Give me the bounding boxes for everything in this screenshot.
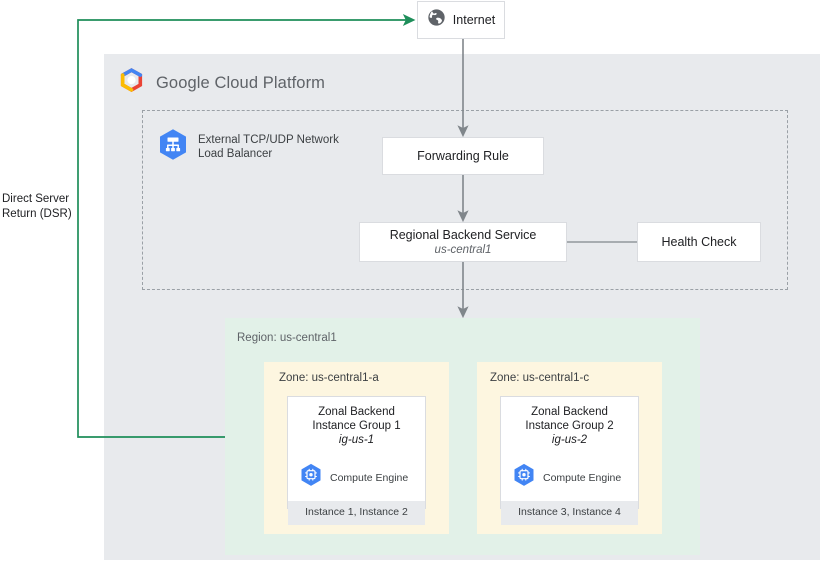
backend-service-node[interactable]: Regional Backend Service us-central1 bbox=[359, 222, 567, 262]
load-balancer-label-line2: Load Balancer bbox=[198, 148, 273, 160]
instance-group-2-title-line1: Zonal Backend bbox=[531, 406, 608, 418]
instance-group-2-compute-engine-label: Compute Engine bbox=[543, 471, 622, 484]
compute-engine-icon bbox=[513, 463, 535, 492]
network-load-balancer-icon bbox=[158, 128, 188, 166]
zone-label-us-central1-c: Zone: us-central1-c bbox=[490, 372, 590, 384]
compute-engine-icon bbox=[300, 463, 322, 492]
forwarding-rule-label: Forwarding Rule bbox=[417, 149, 509, 163]
load-balancer-label: External TCP/UDP Network Load Balancer bbox=[198, 133, 339, 161]
gcp-title: Google Cloud Platform bbox=[156, 74, 325, 93]
forwarding-rule-node[interactable]: Forwarding Rule bbox=[382, 137, 544, 175]
instance-group-2-title-line2: Instance Group 2 bbox=[525, 420, 614, 432]
load-balancer-badge: External TCP/UDP Network Load Balancer bbox=[158, 128, 368, 166]
instance-group-1-sublabel: ig-us-1 bbox=[338, 434, 375, 446]
backend-service-label: Regional Backend Service bbox=[389, 227, 537, 242]
region-label: Region: us-central1 bbox=[237, 332, 337, 344]
dsr-label: Direct Server Return (DSR) bbox=[2, 192, 80, 222]
instance-group-2-sublabel: ig-us-2 bbox=[551, 434, 588, 446]
instance-group-1-title-line1: Zonal Backend bbox=[318, 406, 395, 418]
instance-group-card-2[interactable]: Zonal Backend Instance Group 2 ig-us-2 C… bbox=[500, 396, 639, 525]
internet-label: Internet bbox=[452, 13, 496, 27]
health-check-node[interactable]: Health Check bbox=[637, 222, 761, 262]
instance-group-card-1[interactable]: Zonal Backend Instance Group 1 ig-us-1 C… bbox=[287, 396, 426, 525]
internet-node[interactable]: Internet bbox=[417, 1, 505, 39]
instance-group-1-compute-engine-label: Compute Engine bbox=[330, 471, 409, 484]
gcp-title-brand: Google bbox=[156, 73, 210, 92]
dsr-label-line1: Direct Server bbox=[2, 193, 70, 205]
instance-group-1-header: Zonal Backend Instance Group 1 ig-us-1 bbox=[288, 397, 425, 454]
instance-group-2-header: Zonal Backend Instance Group 2 ig-us-2 bbox=[501, 397, 638, 454]
zone-label-us-central1-a: Zone: us-central1-a bbox=[279, 372, 379, 384]
health-check-label: Health Check bbox=[661, 235, 737, 249]
instance-group-2-compute-engine-row: Compute Engine bbox=[501, 454, 638, 501]
globe-icon bbox=[427, 8, 446, 32]
gcp-brand: Google Cloud Platform bbox=[118, 68, 325, 98]
instance-group-1-title-line2: Instance Group 1 bbox=[312, 420, 401, 432]
dsr-label-line2: Return (DSR) bbox=[2, 208, 72, 220]
backend-service-sublabel: us-central1 bbox=[434, 243, 492, 256]
load-balancer-label-line1: External TCP/UDP Network bbox=[198, 134, 339, 146]
gcp-title-rest: Cloud Platform bbox=[209, 73, 326, 92]
google-cloud-hexagon-logo-icon bbox=[118, 68, 145, 98]
instance-group-1-compute-engine-row: Compute Engine bbox=[288, 454, 425, 501]
instance-group-2-instances: Instance 3, Instance 4 bbox=[501, 501, 638, 525]
instance-group-1-instances: Instance 1, Instance 2 bbox=[288, 501, 425, 525]
